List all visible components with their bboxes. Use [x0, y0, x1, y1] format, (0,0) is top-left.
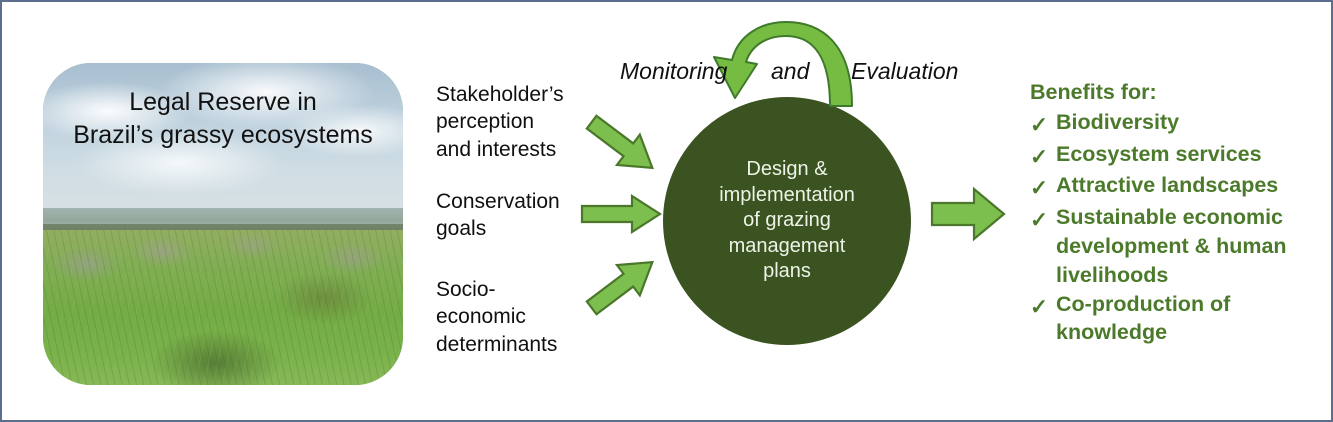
cycle-word-monitoring: Monitoring: [620, 58, 728, 84]
check-icon: ✓: [1030, 208, 1049, 233]
benefit-item-co-production-of-knowledge: ✓ Co-production of knowledge: [1030, 290, 1325, 348]
photo-grassland: [43, 230, 403, 385]
check-icon: ✓: [1030, 176, 1049, 201]
input-label-conservation-goals: Conservation goals: [436, 190, 560, 241]
arrow-down-right-icon: [585, 114, 654, 170]
benefit-label: Sustainable economic development & human…: [1056, 205, 1287, 287]
hub-label: Design & implementation of grazing manag…: [719, 158, 855, 283]
hub-circle: Design & implementation of grazing manag…: [663, 97, 911, 345]
input-label-socio-economic-determinants: Socio- economic determinants: [436, 278, 558, 356]
input-label-stakeholders-perception: Stakeholder’s perception and interests: [436, 83, 564, 161]
monitoring-evaluation-loop-arrow-icon: [713, 21, 853, 107]
benefit-label: Attractive landscapes: [1056, 173, 1279, 198]
benefit-label: Co-production of knowledge: [1056, 291, 1231, 345]
benefit-label: Ecosystem services: [1056, 141, 1262, 166]
benefit-label: Biodiversity: [1056, 109, 1180, 134]
benefit-item-attractive-landscapes: ✓ Attractive landscapes: [1030, 171, 1325, 203]
photo-panel: Legal Reserve in Brazil’s grassy ecosyst…: [43, 63, 403, 385]
arrow-right-icon: [580, 193, 663, 235]
check-icon: ✓: [1030, 112, 1049, 137]
check-icon: ✓: [1030, 294, 1049, 319]
cycle-word-and: and: [771, 58, 810, 84]
output-arrow-right-icon: [930, 186, 1006, 242]
benefit-item-sustainable-economic-development: ✓ Sustainable economic development & hum…: [1030, 203, 1325, 289]
photo-sky: [43, 63, 403, 224]
photo-caption: Legal Reserve in Brazil’s grassy ecosyst…: [73, 88, 373, 149]
benefits-title: Benefits for:: [1030, 80, 1157, 104]
arrow-up-right-icon: [585, 260, 654, 316]
check-icon: ✓: [1030, 144, 1049, 169]
benefit-item-biodiversity: ✓ Biodiversity: [1030, 108, 1325, 140]
benefits-panel: Benefits for: ✓ Biodiversity ✓ Ecosystem…: [1030, 78, 1325, 347]
cycle-word-evaluation: Evaluation: [851, 58, 959, 84]
benefit-item-ecosystem-services: ✓ Ecosystem services: [1030, 140, 1325, 172]
